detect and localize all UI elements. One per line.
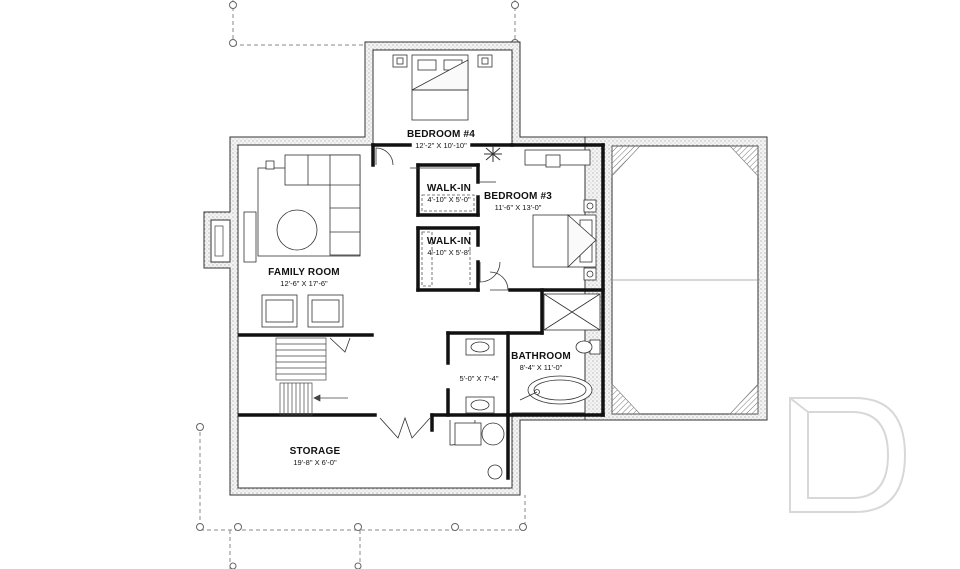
interior-walls xyxy=(238,143,605,480)
bedroom3-name: BEDROOM #3 xyxy=(483,191,553,202)
deck-posts xyxy=(229,1,519,47)
bathroom-dim: 8'-4" X 11'-0" xyxy=(519,363,563,372)
porch-posts xyxy=(196,423,527,569)
family-room-dim: 12'-6" X 17'-6" xyxy=(280,279,328,288)
garage xyxy=(584,136,768,421)
bathroom-name: BATHROOM xyxy=(511,351,571,362)
hall-label: 5'-0" X 7'-4" xyxy=(450,373,508,383)
walkin2-name: WALK-IN xyxy=(426,236,472,247)
watermark-logo xyxy=(789,397,907,513)
family-room-label: FAMILY ROOM 12'-6" X 17'-6" xyxy=(256,268,352,288)
walkin2-label: WALK-IN 4'-10" X 5'-8" xyxy=(420,237,478,257)
walkin2-dim: 4'-10" X 5'-8" xyxy=(427,248,471,257)
upper-deck-outline xyxy=(232,0,516,46)
bedroom3-label: BEDROOM #3 11'-6" X 13'-0" xyxy=(482,192,554,212)
foundation-walls xyxy=(203,41,606,496)
storage-name: STORAGE xyxy=(289,446,341,457)
bedroom4-name: BEDROOM #4 xyxy=(406,129,476,140)
family-room-furniture xyxy=(243,154,361,328)
staircase xyxy=(275,337,348,416)
closet-shelves xyxy=(421,194,475,287)
storage-dim: 19'-8" X 6'-0" xyxy=(293,458,337,467)
bedroom4-label: BEDROOM #4 12'-2" X 10'-10" xyxy=(400,130,482,150)
bedroom3-furniture xyxy=(524,149,597,281)
bedroom3-dim: 11'-6" X 13'-0" xyxy=(494,203,542,212)
lower-porch-outline xyxy=(199,425,526,569)
walkin1-name: WALK-IN xyxy=(426,183,472,194)
bedroom4-dim: 12'-2" X 10'-10" xyxy=(415,141,467,150)
walkin1-dim: 4'-10" X 5'-0" xyxy=(427,195,471,204)
bedroom4-furniture xyxy=(392,54,502,162)
hall-dim: 5'-0" X 7'-4" xyxy=(459,374,499,383)
bathroom-label: BATHROOM 8'-4" X 11'-0" xyxy=(508,352,574,372)
bathroom-fixtures xyxy=(454,293,601,480)
family-room-name: FAMILY ROOM xyxy=(268,267,340,278)
walkin1-label: WALK-IN 4'-10" X 5'-0" xyxy=(420,184,478,204)
storage-label: STORAGE 19'-8" X 6'-0" xyxy=(266,447,364,467)
